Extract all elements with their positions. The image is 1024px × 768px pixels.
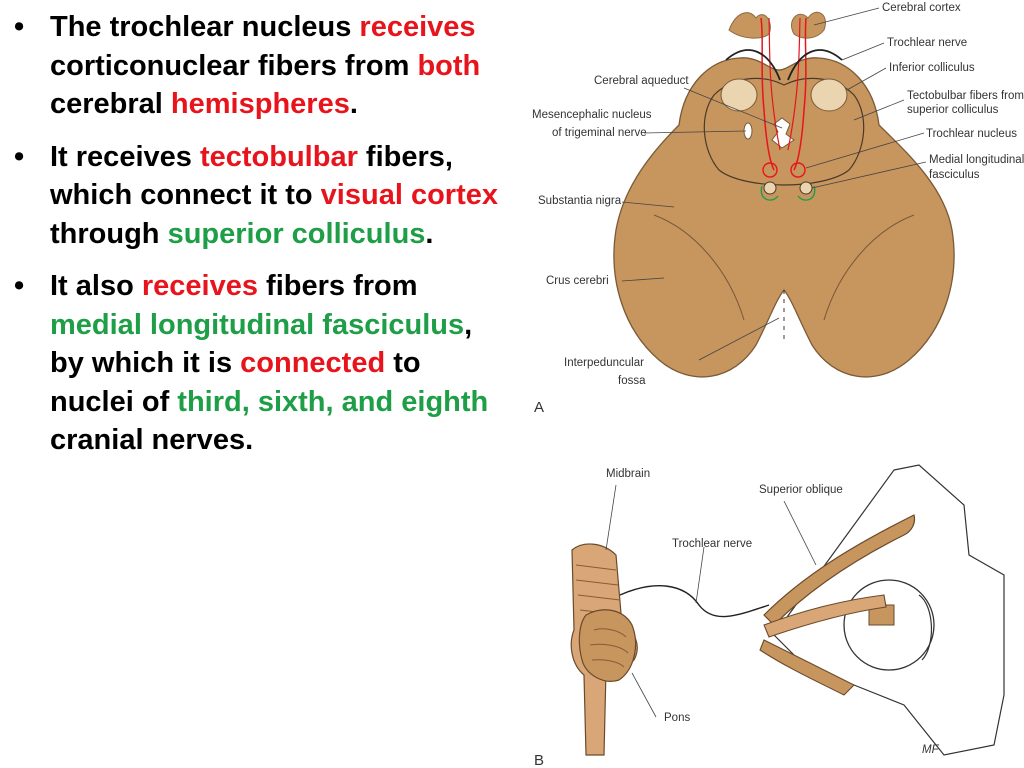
- substantia-nigra-line-left: [653, 214, 745, 321]
- bullet-item: • It receives tectobulbar fibers, which …: [14, 138, 504, 254]
- bullet-segment-highlight: visual cortex: [320, 179, 498, 211]
- bullet-segment: It receives: [50, 140, 200, 173]
- trochlear-nerve-right-curve: [787, 49, 843, 81]
- label-cerebral-aqueduct: Cerebral aqueduct: [594, 75, 689, 87]
- bullet-segment: It also: [50, 270, 142, 302]
- trochlear-nerve-path: [619, 585, 770, 618]
- leader-lines: [621, 7, 927, 361]
- midbrain-cross-section-figure: Cerebral cortex Trochlear nerve Inferior…: [532, 2, 1024, 416]
- cornea-line: [918, 594, 933, 661]
- label-cerebral-cortex: Cerebral cortex: [882, 2, 961, 14]
- trochlear-nerve-course-figure: Midbrain Superior oblique Trochlear nerv…: [534, 464, 1005, 768]
- bullet-segment-highlight: connected: [240, 347, 386, 379]
- trochlear-nucleus-right: [790, 162, 806, 178]
- bullet-segment: fibers, which connect it to: [50, 140, 453, 212]
- label-interpeduncular-line1: Interpeduncular: [564, 357, 644, 369]
- label-tectobulbar-line1: Tectobulbar fibers from: [907, 90, 1024, 102]
- corticonuclear-tract-crossing-left: [768, 17, 781, 151]
- trochlear-nucleus-left: [762, 162, 778, 178]
- mlf-right: [799, 181, 813, 195]
- inferior-colliculus-left-shape: [720, 78, 758, 112]
- inferior-colliculus-right-shape: [810, 78, 848, 112]
- label-mesencephalic-line1: Mesencephalic nucleus: [532, 109, 652, 121]
- superior-oblique-muscle: [763, 514, 916, 626]
- bullet-segment-highlight: receives: [359, 11, 476, 43]
- bullet-segment: to nuclei of: [50, 347, 421, 418]
- trochlear-nerve-left-curve: [725, 49, 781, 81]
- bullet-item: • It also receives fibers from medial lo…: [14, 267, 504, 460]
- bullet-segment-highlight: hemispheres: [170, 88, 350, 120]
- label-midbrain: Midbrain: [606, 468, 650, 480]
- bullet-segment-highlight: tectobulbar: [199, 140, 358, 173]
- label-trochlear-nucleus: Trochlear nucleus: [926, 128, 1017, 140]
- superior-rectus-muscle: [763, 594, 887, 638]
- label-interpeduncular-line2: fossa: [618, 375, 646, 387]
- bullet-glyph: •: [14, 270, 25, 302]
- corticonuclear-tract-crossing-right: [787, 17, 801, 151]
- label-signature: MF: [922, 744, 940, 756]
- bullet-segment: .: [349, 88, 358, 120]
- pons-shape: [578, 609, 637, 682]
- green-fibers-right: [797, 185, 816, 201]
- bullet-segment: corticonuclear fibers from: [50, 49, 418, 82]
- cerebral-cortex-left-shape: [728, 12, 771, 39]
- bullet-segment: , by which it is: [50, 308, 473, 380]
- label-mesencephalic-line2: of trigeminal nerve: [552, 127, 647, 139]
- cerebral-cortex-right-shape: [791, 11, 826, 39]
- midbrain-body-shape: [613, 57, 955, 378]
- bullet-segment-highlight: medial longitudinal fasciculus: [50, 308, 465, 341]
- bullet-segment-highlight: both: [417, 49, 481, 82]
- bullet-segment: cranial nerves.: [50, 424, 254, 456]
- bullet-segment-highlight: receives: [141, 270, 258, 302]
- label-pons: Pons: [664, 712, 690, 724]
- green-fibers-left: [760, 185, 779, 201]
- pons-striations: [589, 628, 629, 668]
- leader-lines-b: [605, 484, 817, 718]
- bullet-glyph: •: [14, 140, 25, 173]
- midbrain-striations: [575, 564, 623, 616]
- corticonuclear-tract-left: [760, 17, 775, 171]
- panel-letter-a: A: [534, 399, 544, 416]
- mlf-left: [763, 181, 777, 195]
- inferior-rectus-muscle: [759, 639, 855, 696]
- bullet-segment-highlight: superior colliculus: [167, 217, 426, 250]
- panel-letter-b: B: [534, 752, 544, 768]
- label-trochlear-nerve-a: Trochlear nerve: [887, 37, 967, 49]
- label-crus-cerebri: Crus cerebri: [546, 275, 609, 287]
- label-tectobulbar-line2: superior colliculus: [907, 104, 999, 116]
- label-superior-oblique: Superior oblique: [759, 484, 843, 496]
- label-mlf-line2: fasciculus: [929, 169, 980, 181]
- bullet-segment: fibers from: [257, 270, 418, 302]
- label-substantia-nigra: Substantia nigra: [538, 195, 622, 207]
- bullet-segment: cerebral: [50, 88, 171, 120]
- substantia-nigra-line-right: [823, 214, 915, 321]
- label-inferior-colliculus: Inferior colliculus: [889, 62, 975, 74]
- label-trochlear-nerve-b: Trochlear nerve: [672, 538, 752, 550]
- bullet-segment: The trochlear nucleus: [50, 11, 360, 43]
- bullet-glyph: •: [14, 11, 25, 43]
- label-mlf-line1: Medial longitudinal: [929, 154, 1024, 166]
- bullet-segment: .: [425, 217, 434, 250]
- corticonuclear-tract-right: [793, 17, 807, 171]
- bullet-list: • The trochlear nucleus receives cortico…: [14, 8, 504, 474]
- bullet-item: • The trochlear nucleus receives cortico…: [14, 8, 504, 124]
- bullet-segment: through: [50, 217, 168, 250]
- bullet-segment-highlight: third, sixth, and eighth: [177, 385, 489, 418]
